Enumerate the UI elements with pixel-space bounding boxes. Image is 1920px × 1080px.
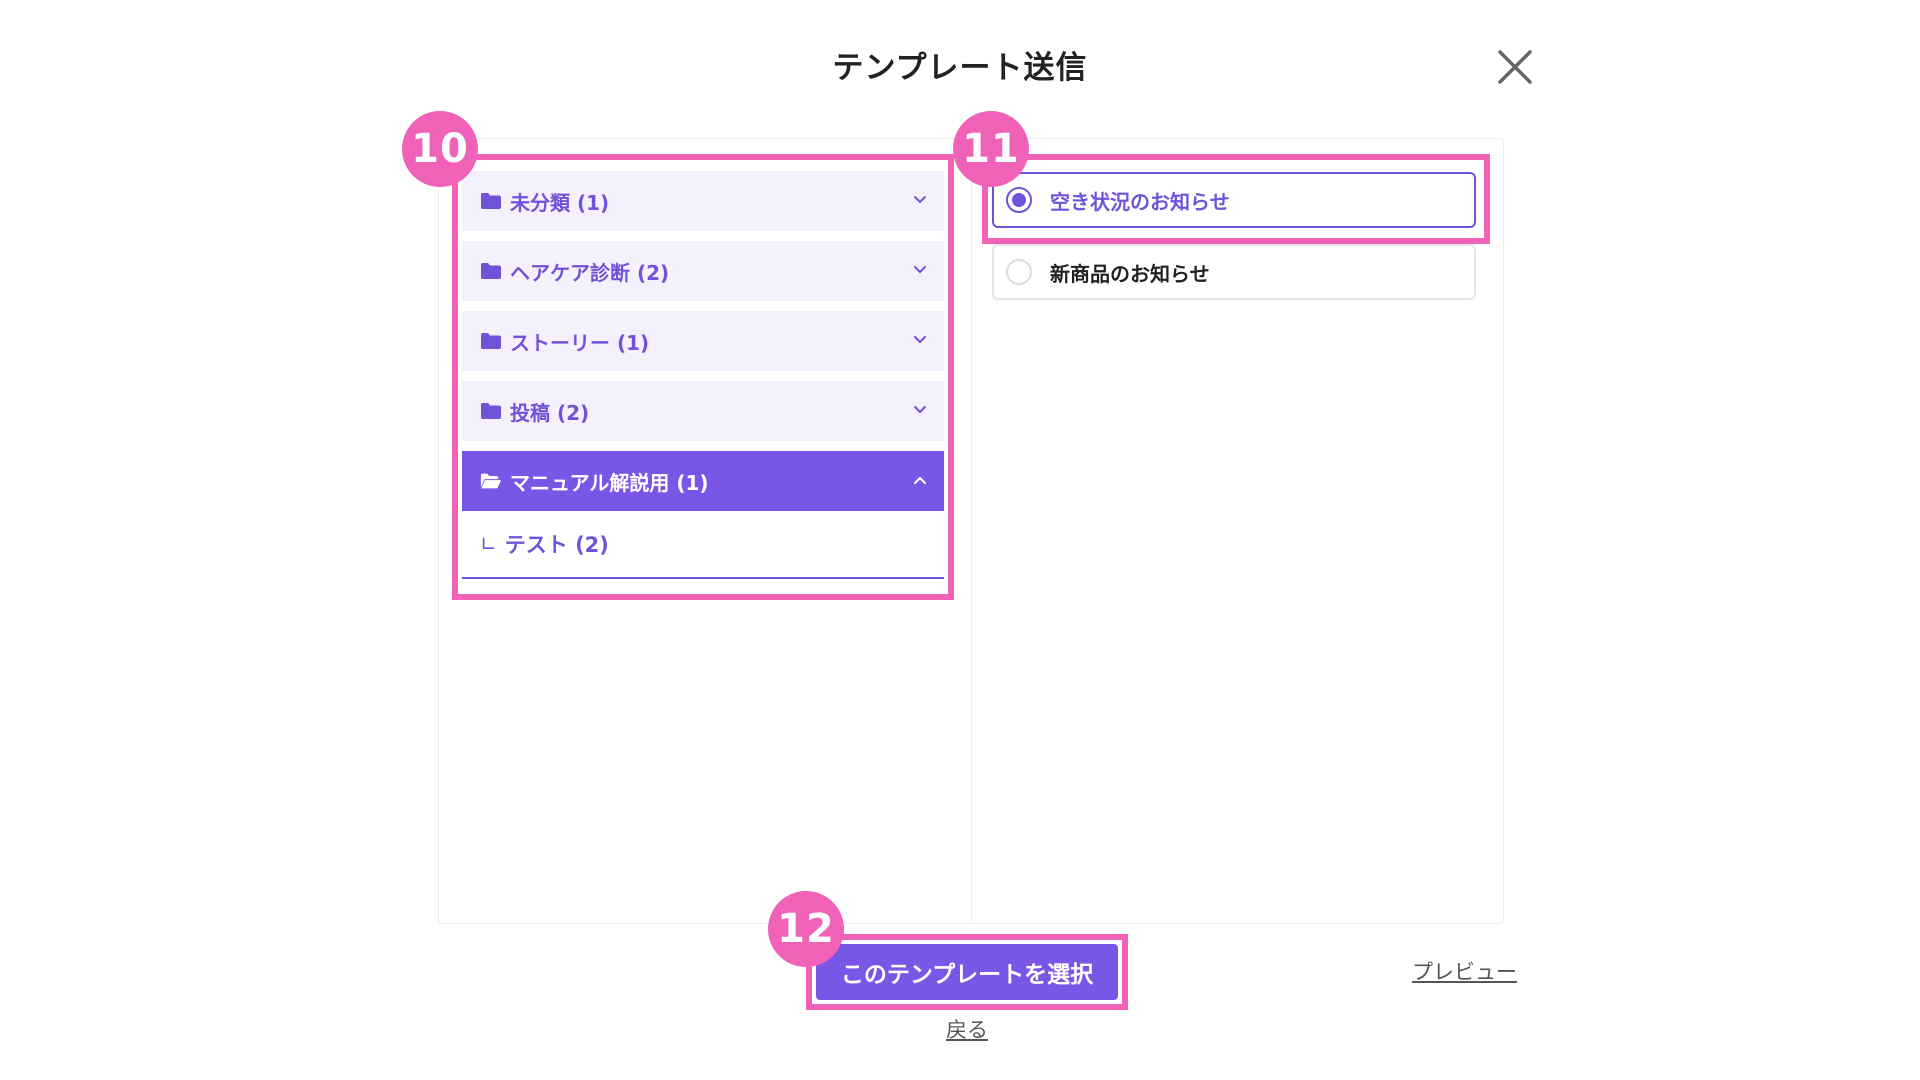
template-label: 空き状況のお知らせ — [1050, 189, 1230, 214]
folder-item-haircare[interactable]: ヘアケア診断 (2) — [462, 241, 944, 301]
folder-icon — [481, 193, 501, 209]
radio-selected[interactable] — [1006, 187, 1032, 213]
folder-item-posts[interactable]: 投稿 (2) — [462, 381, 944, 441]
chevron-down-icon — [914, 266, 926, 273]
folder-item-story[interactable]: ストーリー (1) — [462, 311, 944, 371]
annotation-badge-10: 10 — [402, 111, 478, 187]
template-list: 空き状況のお知らせ 新商品のお知らせ — [992, 172, 1476, 316]
folder-list: 未分類 (1) ヘアケア診断 (2) ストーリー (1) 投稿 (2) — [462, 171, 944, 579]
select-template-button[interactable]: このテンプレートを選択 — [816, 944, 1118, 1000]
folder-open-icon — [480, 473, 502, 489]
folder-label: ストーリー (1) — [510, 330, 650, 355]
chevron-up-icon — [914, 477, 926, 484]
folder-icon — [481, 333, 501, 349]
template-item-availability[interactable]: 空き状況のお知らせ — [992, 172, 1476, 228]
subfolder-item-test[interactable]: ∟ テスト (2) — [462, 511, 944, 579]
chevron-down-icon — [914, 406, 926, 413]
folder-label: 投稿 (2) — [510, 400, 590, 425]
close-icon[interactable] — [1496, 48, 1534, 86]
folder-label: ヘアケア診断 (2) — [510, 260, 670, 285]
folder-icon — [481, 263, 501, 279]
folder-item-manual[interactable]: マニュアル解説用 (1) — [462, 451, 944, 511]
radio-dot — [1012, 193, 1026, 207]
annotation-badge-12: 12 — [768, 891, 844, 967]
annotation-badge-11: 11 — [953, 111, 1029, 187]
subfolder-mark: ∟ — [480, 532, 497, 556]
folder-icon — [481, 403, 501, 419]
dialog-title: テンプレート送信 — [832, 50, 1088, 86]
chevron-down-icon — [914, 196, 926, 203]
subfolder-label: テスト (2) — [504, 533, 609, 557]
template-item-new-product[interactable]: 新商品のお知らせ — [992, 244, 1476, 300]
preview-link[interactable]: プレビュー — [1412, 960, 1517, 984]
back-link[interactable]: 戻る — [946, 1018, 988, 1042]
chevron-down-icon — [914, 336, 926, 343]
folder-label: 未分類 (1) — [510, 190, 610, 215]
folder-item-uncategorized[interactable]: 未分類 (1) — [462, 171, 944, 231]
radio-unselected[interactable] — [1006, 259, 1032, 285]
template-label: 新商品のお知らせ — [1050, 261, 1210, 286]
folder-label: マニュアル解説用 (1) — [510, 470, 709, 495]
panel-divider — [971, 139, 972, 922]
